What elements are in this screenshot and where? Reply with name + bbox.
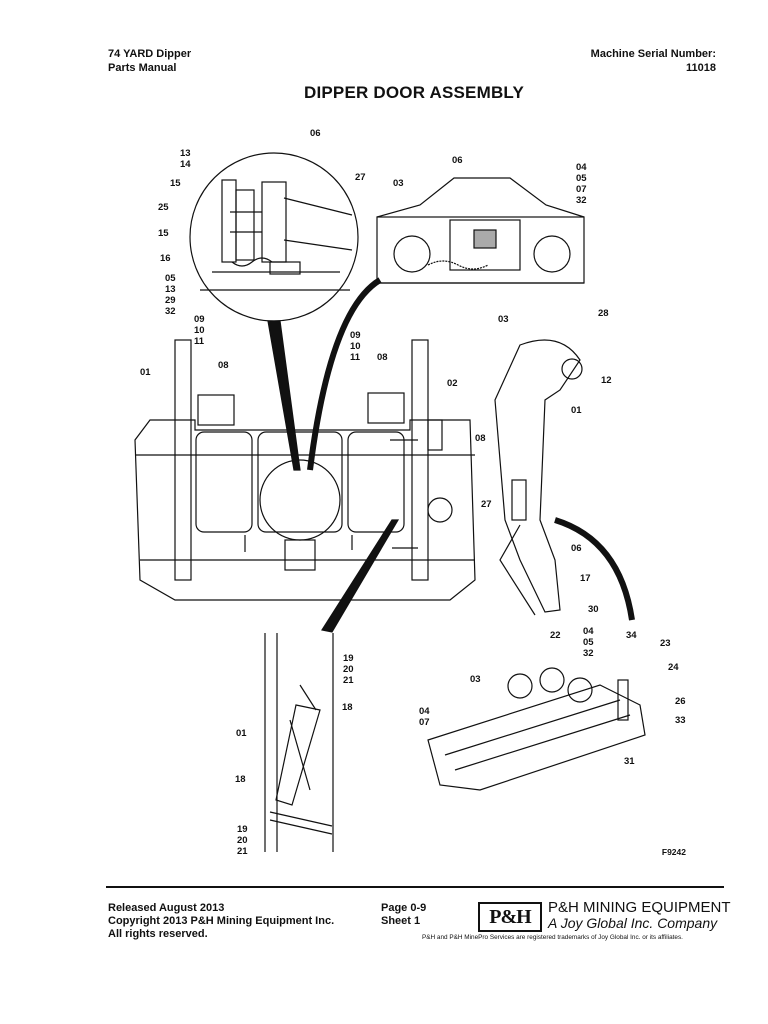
callout-15: 15 — [170, 178, 181, 189]
callout-22: 22 — [550, 630, 561, 641]
callout-04: 04 — [583, 626, 594, 637]
callout-03: 03 — [498, 314, 509, 325]
callout-01: 01 — [236, 728, 247, 739]
lower-right-view — [427, 667, 646, 791]
callout-31: 31 — [624, 756, 635, 767]
sheet-number: Sheet 1 — [381, 915, 421, 927]
callout-08: 08 — [218, 360, 229, 371]
detail-circle — [189, 152, 359, 322]
callout-06: 06 — [310, 128, 321, 139]
serial-label: Machine Serial Number: — [590, 48, 716, 60]
callout-19: 19 — [237, 824, 248, 835]
callout-05: 05 — [165, 273, 176, 284]
callout-21: 21 — [343, 675, 354, 686]
callout-16: 16 — [160, 253, 171, 264]
callout-33: 33 — [675, 715, 686, 726]
main-door-view — [134, 339, 476, 601]
callout-09: 09 — [350, 330, 361, 341]
serial-value: 11018 — [686, 62, 716, 74]
callout-05: 05 — [583, 637, 594, 648]
callout-03: 03 — [470, 674, 481, 685]
callout-09: 09 — [194, 314, 205, 325]
callout-13: 13 — [180, 148, 191, 159]
callout-23: 23 — [660, 638, 671, 649]
callout-06: 06 — [452, 155, 463, 166]
leader-wedge-1 — [267, 320, 301, 471]
release-date: Released August 2013 — [108, 902, 225, 914]
trademark-notice: P&H and P&H MinePro Services are registe… — [422, 934, 683, 941]
callout-18: 18 — [235, 774, 246, 785]
callout-19: 19 — [343, 653, 354, 664]
lower-left-view — [264, 633, 334, 852]
footer-rule — [106, 886, 724, 888]
callout-08: 08 — [475, 433, 486, 444]
callout-27: 27 — [481, 499, 492, 510]
callout-10: 10 — [194, 325, 205, 336]
line-art — [134, 152, 646, 852]
callout-25: 25 — [158, 202, 169, 213]
callout-05: 05 — [576, 173, 587, 184]
figure-number: F9242 — [661, 847, 686, 857]
callout-20: 20 — [343, 664, 354, 675]
callout-34: 34 — [626, 630, 637, 641]
leader-curve-2 — [307, 277, 382, 471]
serial-number-block: Machine Serial Number: 11018 — [591, 47, 716, 75]
cross-section-detail — [376, 177, 585, 284]
page-number: Page 0-9 — [381, 902, 427, 914]
callout-32: 32 — [576, 195, 587, 206]
callout-labels: 13 14 15 25 15 16 05 13 29 32 06 27 06 0… — [140, 128, 686, 857]
callout-15: 15 — [158, 228, 169, 239]
callout-28: 28 — [598, 308, 609, 319]
callout-07: 07 — [576, 184, 587, 195]
callout-10: 10 — [350, 341, 361, 352]
callout-32: 32 — [165, 306, 176, 317]
rights-statement: All rights reserved. — [108, 928, 208, 940]
document-title: 74 YARD Dipper Parts Manual — [108, 47, 191, 75]
footer-page-info: Page 0-9 Sheet 1 — [381, 902, 426, 928]
callout-14: 14 — [180, 159, 191, 170]
copyright: Copyright 2013 P&H Mining Equipment Inc. — [108, 915, 335, 927]
callout-01: 01 — [571, 405, 582, 416]
footer-release-info: Released August 2013 Copyright 2013 P&H … — [108, 902, 334, 941]
callout-07: 07 — [419, 717, 430, 728]
document-line-2: Parts Manual — [108, 62, 177, 74]
callout-27: 27 — [355, 172, 366, 183]
ph-logo: P&H — [478, 902, 542, 932]
company-name: P&H MINING EQUIPMENT — [548, 899, 731, 916]
callout-17: 17 — [580, 573, 591, 584]
detail-circle-contents — [200, 179, 353, 291]
callout-04: 04 — [419, 706, 430, 717]
callout-30: 30 — [588, 604, 599, 615]
callout-03: 03 — [393, 178, 404, 189]
callout-26: 26 — [675, 696, 686, 707]
leader-wedge-3 — [321, 519, 400, 633]
callout-21: 21 — [237, 846, 248, 857]
callout-06: 06 — [571, 543, 582, 554]
callout-20: 20 — [237, 835, 248, 846]
company-subtitle: A Joy Global Inc. Company — [548, 915, 718, 931]
callout-29: 29 — [165, 295, 176, 306]
document-line-1: 74 YARD Dipper — [108, 48, 192, 60]
callout-12: 12 — [601, 375, 612, 386]
callout-11: 11 — [350, 352, 361, 363]
callout-02: 02 — [447, 378, 458, 389]
page-title: DIPPER DOOR ASSEMBLY — [303, 83, 524, 102]
callout-11: 11 — [194, 336, 205, 347]
callout-04: 04 — [576, 162, 587, 173]
callout-24: 24 — [668, 662, 679, 673]
callout-32: 32 — [583, 648, 594, 659]
callout-08: 08 — [377, 352, 388, 363]
callout-01: 01 — [140, 367, 151, 378]
door-cross-section — [376, 216, 585, 284]
callout-13: 13 — [165, 284, 176, 295]
callout-18: 18 — [342, 702, 353, 713]
side-view — [494, 339, 635, 621]
